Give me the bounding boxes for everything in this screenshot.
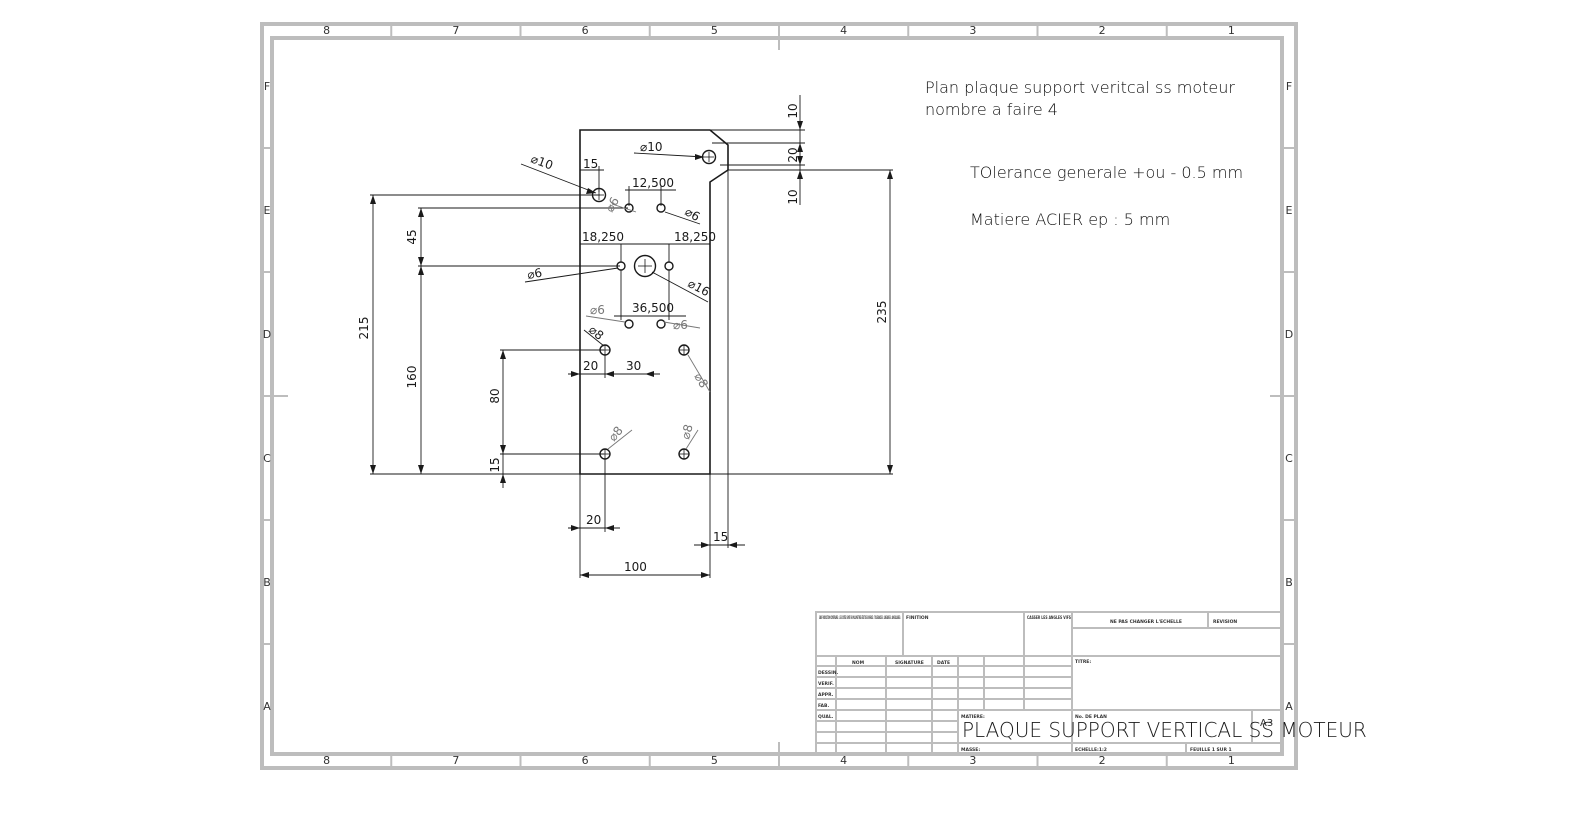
dim-d16: ⌀16: [686, 276, 712, 299]
tb-cassure: CASSER LES ANGLES VIFS: [1027, 615, 1071, 621]
zone-row-label: F: [1286, 80, 1292, 93]
dimension-texts: 10 20 10 ⌀10 ⌀10 15 12,500 ⌀6 ⌀6 18,250 …: [357, 103, 889, 574]
dim-d10-left: ⌀10: [529, 152, 555, 173]
tb-finition: FINITION: [906, 615, 929, 621]
zone-column-label: 5: [711, 754, 718, 767]
dim-d8-bottom-left: ⌀8: [606, 424, 626, 444]
dim-y235: 235: [875, 301, 889, 324]
dim-y15: 15: [488, 457, 502, 472]
zone-row-label: D: [263, 328, 271, 341]
title-block: [815, 611, 1283, 755]
dim-y215: 215: [357, 317, 371, 340]
dim-x100: 100: [624, 560, 647, 574]
tb-nom: NOM: [852, 660, 865, 666]
tb-no-revision: NE PAS CHANGER L'ECHELLE: [1110, 619, 1182, 625]
tb-signature: SIGNATURE: [895, 660, 924, 666]
tb-row-1: VERIF.: [818, 681, 834, 687]
title-block-labels: SAUF INDICATION CONTRAIRE : LES COTES SO…: [818, 615, 1237, 753]
tb-feuille: FEUILLE 1 SUR 1: [1190, 747, 1232, 753]
tb-titre: TITRE:: [1075, 659, 1091, 665]
tb-row-2: APPR.: [818, 692, 834, 698]
zone-column-label: 5: [711, 24, 718, 37]
zone-row-label: E: [1286, 204, 1293, 217]
dim-d6-upper-right: ⌀6: [683, 204, 703, 224]
zone-column-label: 8: [323, 754, 330, 767]
part-outline: [579, 129, 729, 475]
tb-row-4: QUAL.: [818, 714, 834, 720]
hole-d6-d: [664, 261, 674, 271]
dim-d8-mid-left: ⌀8: [586, 323, 606, 343]
zone-column-label: 4: [840, 24, 847, 37]
zone-row-label: D: [1285, 328, 1293, 341]
dim-y80: 80: [488, 388, 502, 403]
zone-ticks: [262, 24, 1296, 768]
dim-y18-25-right: 18,250: [674, 230, 716, 244]
zone-row-label: F: [264, 80, 270, 93]
tb-echelle: ECHELLE:1:2: [1075, 747, 1107, 753]
leader-lines: [520, 152, 709, 347]
drawing-title-line1: Plan plaque support veritcal ss moteur: [925, 78, 1235, 97]
zone-row-label: E: [264, 204, 271, 217]
dim-d6-upper-left: ⌀6: [602, 195, 622, 215]
zone-column-label: 4: [840, 754, 847, 767]
tb-sheet-size: A3: [1260, 718, 1273, 729]
tb-cotes: SAUF INDICATION CONTRAIRE : LES COTES SO…: [819, 615, 901, 621]
zone-column-label: 3: [969, 754, 976, 767]
zone-column-label: 8: [323, 24, 330, 37]
zone-row-label: C: [1285, 452, 1293, 465]
zone-row-label: B: [263, 576, 271, 589]
dim-x20-bottom: 20: [586, 513, 601, 527]
dim-y160: 160: [405, 366, 419, 389]
zone-column-label: 3: [969, 24, 976, 37]
dim-d6-lower-right: ⌀6: [673, 318, 688, 332]
dim-d6-mid: ⌀6: [526, 266, 543, 282]
dimension-arrows: [370, 121, 893, 578]
material-note: Matiere ACIER ep : 5 mm: [970, 210, 1171, 229]
zone-column-label: 1: [1228, 754, 1235, 767]
tb-row-0: DESSIN.: [818, 670, 839, 676]
dim-x15-top: 15: [583, 157, 598, 171]
tb-revision: REVISION: [1213, 619, 1237, 625]
dim-y18-25-left: 18,250: [582, 230, 624, 244]
dimension-lines: [370, 95, 893, 578]
zone-column-label: 7: [452, 24, 459, 37]
dim-d8-bottom-right: ⌀8: [678, 423, 695, 441]
tb-no-plan: No. DE PLAN: [1075, 714, 1107, 720]
dim-d6-lower-left: ⌀6: [590, 303, 605, 317]
tb-row-3: FAB.: [818, 703, 829, 709]
dim-x36-5: 36,500: [632, 301, 674, 315]
tb-masse: MASSE:: [961, 747, 980, 753]
tolerance-note: TOlerance generale +ou - 0.5 mm: [970, 163, 1244, 182]
leader-lines-gray: [585, 203, 711, 450]
dim-y45: 45: [405, 229, 419, 244]
zone-column-label: 6: [582, 754, 589, 767]
hole-d16: [633, 254, 657, 278]
zone-row-label: B: [1285, 576, 1293, 589]
dim-top-20: 20: [786, 147, 800, 162]
drawing-title-line2: nombre a faire 4: [925, 100, 1058, 119]
dim-x12-5: 12,500: [632, 176, 674, 190]
zone-column-label: 6: [582, 24, 589, 37]
zone-row-label: C: [263, 452, 271, 465]
zone-column-label: 7: [452, 754, 459, 767]
zone-column-label: 2: [1099, 754, 1106, 767]
zone-column-label: 2: [1099, 24, 1106, 37]
dim-top-10b: 10: [786, 189, 800, 204]
tb-part-name: PLAQUE SUPPORT VERTICAL SS MOTEUR: [962, 718, 1367, 742]
zone-column-label: 1: [1228, 24, 1235, 37]
zone-row-label: A: [263, 700, 271, 713]
dim-d10-top: ⌀10: [640, 140, 663, 154]
dim-x15-bottom: 15: [713, 530, 728, 544]
dim-x20-mid: 20: [583, 359, 598, 373]
zone-row-label: A: [1285, 700, 1293, 713]
hole-d6-f: [656, 319, 666, 329]
tb-date: DATE: [937, 660, 950, 666]
dim-d8-mid-right: ⌀8: [691, 371, 711, 391]
tb-matiere: MATIERE:: [961, 714, 985, 720]
dim-x30: 30: [626, 359, 641, 373]
hole-d6-e: [624, 319, 634, 329]
dim-top-10a: 10: [786, 103, 800, 118]
